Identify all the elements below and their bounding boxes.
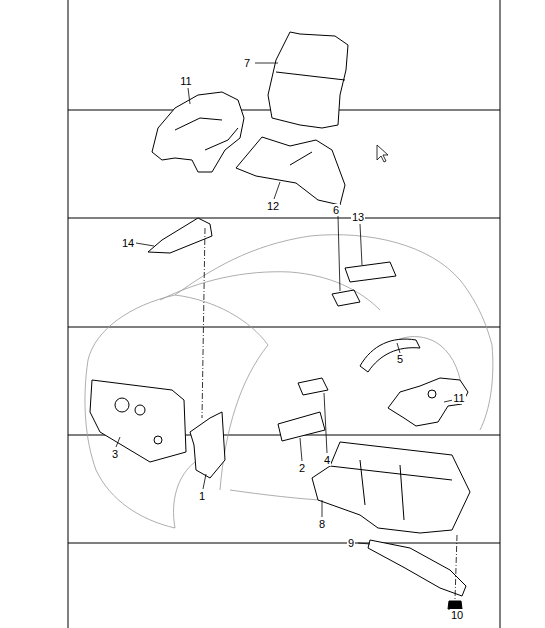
callout-number: 11 bbox=[452, 392, 465, 404]
frame bbox=[68, 0, 500, 628]
callout-number: 6 bbox=[332, 204, 340, 216]
callout-number: 3 bbox=[111, 448, 119, 460]
callout-number: 11 bbox=[179, 75, 192, 87]
callout-number: 13 bbox=[351, 211, 365, 223]
callout-number: 8 bbox=[318, 518, 326, 530]
parts bbox=[90, 32, 470, 609]
callout-number: 5 bbox=[396, 353, 404, 365]
callout-number: 14 bbox=[121, 237, 135, 249]
callout-number: 10 bbox=[450, 609, 464, 621]
callout-number: 4 bbox=[323, 454, 331, 466]
callout-number: 9 bbox=[347, 537, 355, 549]
callout-number: 7 bbox=[243, 57, 251, 69]
cursor-icon bbox=[377, 145, 388, 162]
callout-number: 12 bbox=[266, 200, 280, 212]
callout-number: 1 bbox=[198, 490, 206, 502]
leader-lines bbox=[116, 63, 457, 600]
callout-number: 2 bbox=[298, 462, 306, 474]
